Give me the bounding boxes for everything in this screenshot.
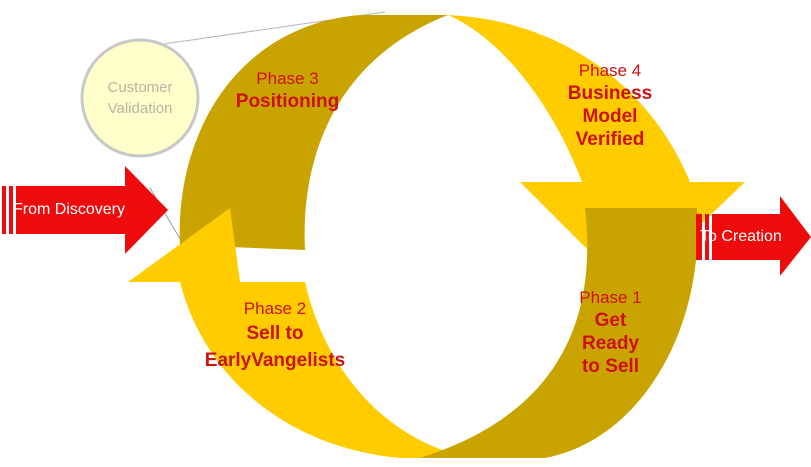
to-creation-arrow — [696, 196, 811, 276]
phase3-title-line1: Positioning — [235, 91, 340, 112]
phase4-number: Phase 4 — [578, 61, 642, 80]
phase2-band — [128, 208, 470, 458]
phase4-title-line3: Verified — [575, 129, 645, 150]
from-discovery-arrow — [2, 166, 168, 254]
customer-validation-label: Customer Validation — [82, 77, 198, 119]
customer-validation-line1: Customer — [107, 79, 173, 96]
customer-validation-circle — [80, 38, 200, 158]
phase1-band — [420, 208, 698, 458]
to-creation-label: To Creation — [700, 228, 782, 245]
customer-validation-line2: Validation — [107, 100, 173, 117]
phase4-title-line1: Business — [567, 83, 653, 104]
phase3-number: Phase 3 — [256, 69, 319, 88]
phase4-title-line2: Model — [582, 106, 638, 127]
phase2-title-line1: Sell to — [246, 323, 304, 344]
phase2-title-line2: EarlyVangelists — [204, 350, 346, 371]
phase1-title-line1: Get — [594, 310, 627, 331]
phase1-title-line3: to Sell — [581, 356, 639, 377]
phase1-title-line2: Ready — [581, 333, 640, 354]
phase4-label: Phase 4 Business Model Verified — [540, 60, 680, 151]
phase3-label: Phase 3 Positioning — [205, 68, 370, 113]
from-discovery-label: From Discovery — [13, 201, 126, 218]
phase1-number: Phase 1 — [579, 288, 642, 307]
phase2-label: Phase 2 Sell to EarlyVangelists — [170, 298, 380, 374]
phase1-label: Phase 1 Get Ready to Sell — [553, 287, 668, 378]
phase2-number: Phase 2 — [243, 299, 307, 318]
phase3-band — [179, 15, 449, 250]
